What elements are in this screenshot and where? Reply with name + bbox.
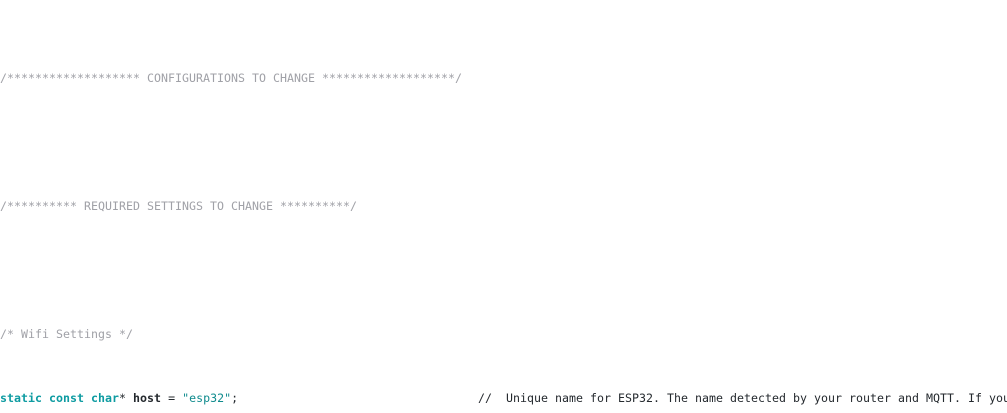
semicolon: ; — [231, 391, 239, 405]
code-line-banner-configurations: /******************* CONFIGURATIONS TO C… — [0, 70, 1007, 86]
code-line-blank — [0, 118, 1007, 134]
block-comment: /********** REQUIRED SETTINGS TO CHANGE … — [0, 199, 358, 213]
code-line-wifi-section-comment: /* Wifi Settings */ — [0, 326, 1007, 342]
identifier: host — [133, 391, 162, 405]
pointer-star: * — [119, 391, 127, 405]
section-comment: /* Wifi Settings */ — [0, 327, 134, 341]
keyword: static const char — [0, 391, 120, 405]
code-line-blank — [0, 246, 1007, 262]
code-line-banner-required: /********** REQUIRED SETTINGS TO CHANGE … — [0, 198, 1007, 214]
string-literal[interactable]: "esp32" — [182, 391, 232, 405]
inline-comment: // Unique name for ESP32. The name detec… — [478, 391, 1007, 405]
code-line-wifi-host[interactable]: static const char* host = "esp32"; // Uni… — [0, 390, 1007, 406]
assign-op: = — [161, 391, 183, 405]
block-comment: /******************* CONFIGURATIONS TO C… — [0, 71, 463, 85]
